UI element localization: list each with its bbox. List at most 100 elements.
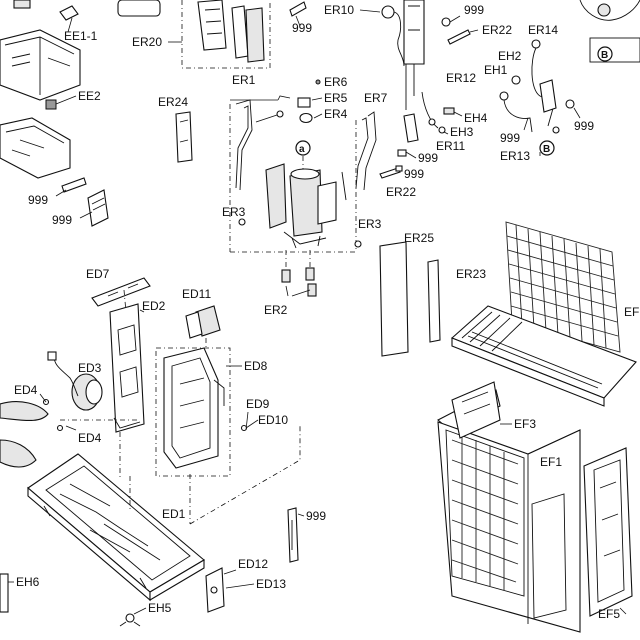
label-ef1: EF1: [540, 455, 562, 469]
ed7-bracket: [91, 277, 151, 307]
label-999-mid1: 999: [418, 151, 438, 165]
marker-a: a: [295, 140, 311, 156]
eh5-part: [119, 613, 141, 627]
label-ed13: ED13: [256, 577, 286, 591]
bracket-999-bottom: [287, 507, 299, 563]
er10-sensor: [381, 5, 405, 67]
eh6-part: [0, 573, 9, 613]
label-ed1: ED1: [162, 507, 186, 521]
label-ef: EF: [624, 305, 639, 319]
label-ee2: EE2: [78, 89, 101, 103]
er23-panel: [427, 259, 441, 343]
propeller-fan: [0, 401, 49, 468]
er-small-parts: [297, 79, 321, 124]
label-er5: ER5: [324, 91, 348, 105]
label-999-top2: 999: [464, 3, 484, 17]
label-999-left2: 999: [52, 213, 72, 227]
er3-bolts: [238, 218, 362, 248]
label-er24: ER24: [158, 95, 188, 109]
ed4-screws: [39, 393, 77, 432]
ed12-bracket: [205, 567, 225, 613]
label-ef5: EF5: [598, 607, 620, 621]
er22-mid-part: [379, 167, 401, 179]
label-er1: ER1: [232, 73, 256, 87]
marker-b-mid: B: [539, 140, 555, 156]
label-er25: ER25: [404, 231, 434, 245]
er22-top-part: [447, 29, 471, 45]
label-er3-left: ER3: [222, 205, 246, 219]
er14-cable-assembly: [499, 39, 560, 134]
er2-dampers: [281, 250, 317, 297]
label-999-left1: 999: [28, 193, 48, 207]
label-er20: ER20: [132, 35, 162, 49]
label-eh3: EH3: [450, 125, 474, 139]
label-ed4-b: ED4: [78, 431, 102, 445]
marker-b-top: B: [597, 46, 613, 62]
label-ed3: ED3: [78, 361, 102, 375]
control-box-assembly: [0, 0, 81, 101]
label-er13: ER13: [500, 149, 530, 163]
ef5-side-panel: [583, 447, 633, 617]
label-er10: ER10: [324, 3, 354, 17]
label-ed11: ED11: [182, 287, 211, 301]
label-eh2: EH2: [498, 49, 522, 63]
label-er12: ER12: [446, 71, 476, 85]
label-999-bottom: 999: [306, 509, 326, 523]
screw-999-mid: [395, 149, 407, 172]
screw-999-right: [565, 99, 575, 109]
cover-bracket-part: [87, 189, 109, 227]
label-999-right1: 999: [500, 131, 520, 145]
ed9-ed10-screws: [240, 411, 259, 432]
er20-detail-box: [117, 0, 271, 69]
pipe-left-er1: [235, 99, 253, 191]
screw-999-top: [441, 17, 451, 27]
ed2-partition: [109, 303, 145, 433]
label-er23: ER23: [456, 267, 486, 281]
screw-er1: [255, 110, 284, 123]
label-999-mid2: 999: [404, 167, 424, 181]
ed11-reactor: [185, 305, 221, 339]
label-999-top1: 999: [292, 21, 312, 35]
marker-a-label: a: [299, 144, 305, 155]
er1-bracket-outline: [229, 95, 357, 253]
fuse-holder-part: [59, 5, 79, 21]
label-eh4: EH4: [464, 111, 488, 125]
label-ed4-a: ED4: [14, 383, 38, 397]
rear-guard-grille: [505, 221, 621, 353]
er25-panel: [379, 241, 409, 357]
terminal-strip-part: [61, 177, 87, 193]
label-eh1: EH1: [484, 63, 508, 77]
ed1-base-plate: [27, 453, 205, 602]
label-ef3: EF3: [514, 417, 536, 431]
marker-b-top-label: B: [601, 50, 608, 61]
ring-gasket: [579, 0, 640, 63]
label-er14: ER14: [528, 23, 558, 37]
ef3-side-bracket: [451, 381, 501, 439]
label-er22-mid: ER22: [386, 185, 416, 199]
label-ee1-1: EE1-1: [64, 29, 98, 43]
er24-bracket: [175, 111, 193, 163]
label-er22-top: ER22: [482, 23, 512, 37]
label-eh5: EH5: [148, 601, 172, 615]
label-ed9: ED9: [246, 397, 270, 411]
label-ed10: ED10: [258, 413, 288, 427]
label-ed2: ED2: [142, 299, 166, 313]
small-relay-part: [45, 99, 57, 110]
pipe-right-top: [405, 64, 415, 110]
label-ed12: ED12: [238, 557, 268, 571]
label-er2: ER2: [264, 303, 288, 317]
label-er11: ER11: [436, 139, 465, 153]
small-clip-top: [289, 1, 307, 17]
label-er4: ER4: [324, 107, 348, 121]
compressor: [265, 163, 347, 249]
pcb-board-part: [0, 117, 71, 179]
label-999-right2: 999: [574, 119, 594, 133]
top-panel: [450, 305, 637, 407]
label-er7: ER7: [364, 91, 388, 105]
labels: EE1-1 EE2 ER20 999 ER10 999 ER22 ER14 EH…: [14, 3, 639, 621]
label-ed8: ED8: [244, 359, 268, 373]
eh-sensor-cluster: [403, 91, 455, 143]
label-ed7: ED7: [86, 267, 110, 281]
ed3-fan-motor: [47, 351, 103, 411]
